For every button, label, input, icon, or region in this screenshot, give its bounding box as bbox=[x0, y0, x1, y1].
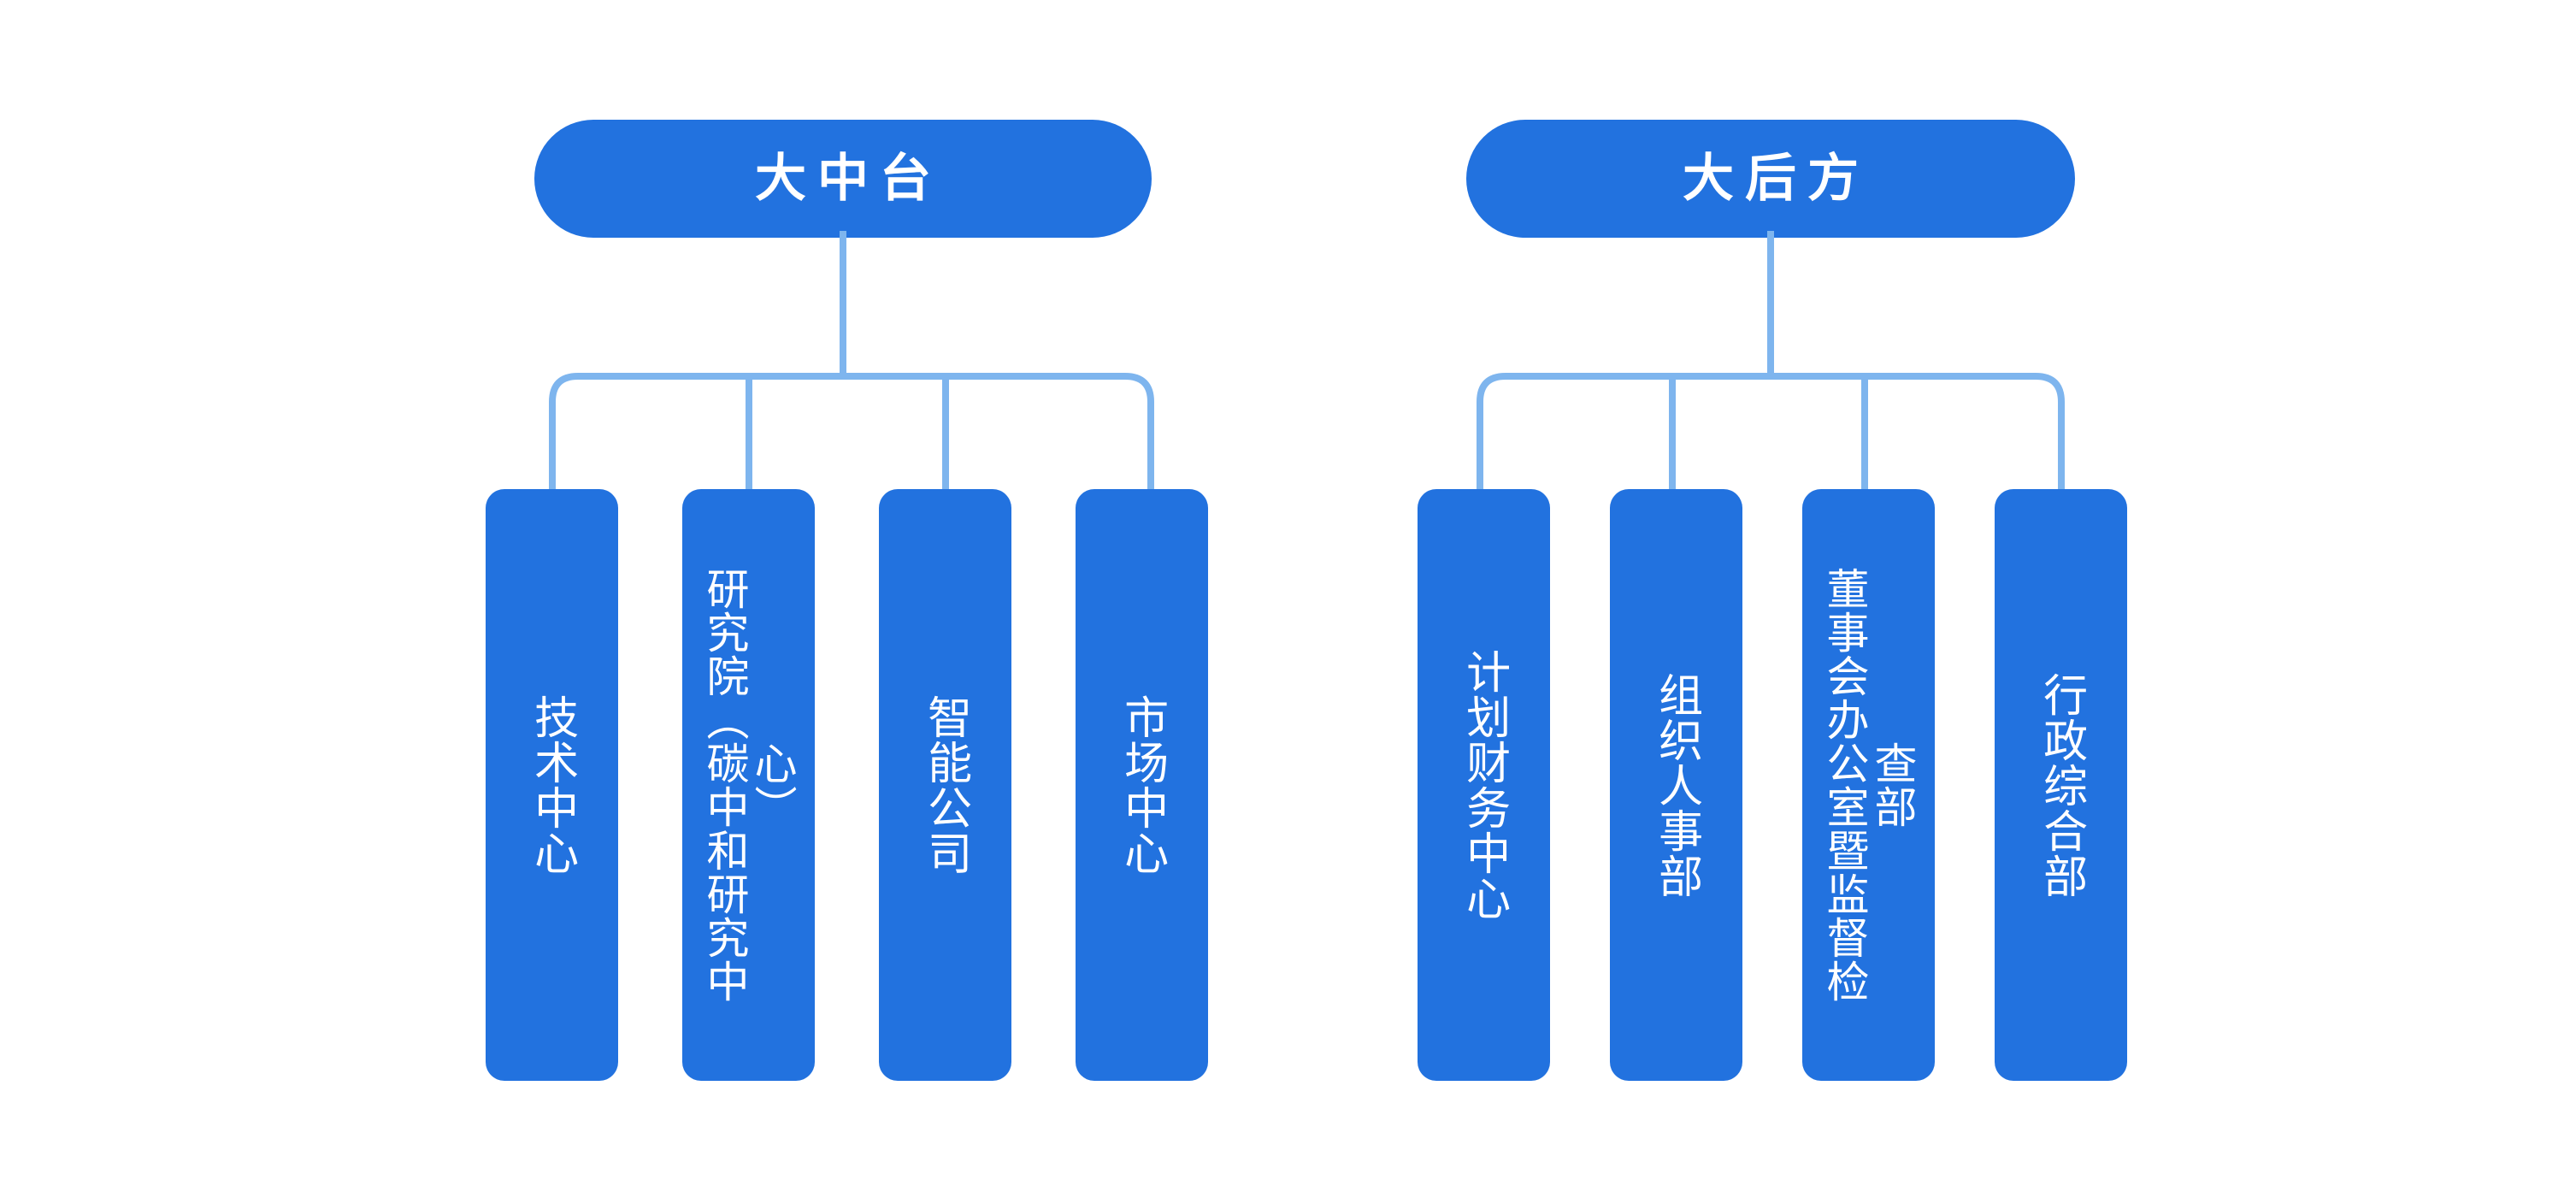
group-header-label-1: 大后方 bbox=[1683, 150, 1870, 207]
org-node-label-0-2: 智能公司 bbox=[920, 694, 970, 876]
org-node-intelligent-company[interactable]: 智能公司 bbox=[879, 489, 1011, 1081]
org-node-technology-center[interactable]: 技术中心 bbox=[486, 489, 618, 1081]
org-node-label-1-3: 行政综合部 bbox=[2036, 671, 2086, 899]
org-node-administration-department[interactable]: 行政综合部 bbox=[1995, 489, 2127, 1081]
org-node-board-office-supervision-department[interactable]: 董事会办公室暨监督检查部 bbox=[1802, 489, 1935, 1081]
org-node-market-center[interactable]: 市场中心 bbox=[1076, 489, 1208, 1081]
org-node-organization-hr-department[interactable]: 组织人事部 bbox=[1610, 489, 1742, 1081]
group-header-pill-1[interactable]: 大后方 bbox=[1466, 120, 2075, 238]
children-row-1: 计划财务中心 组织人事部 董事会办公室暨监督检查部 行政综合部 bbox=[1418, 489, 2161, 1081]
org-node-label-1-2: 董事会办公室暨监督检查部 bbox=[1820, 567, 1917, 1003]
org-group-da-zhong-tai: 大中台 技术中心 研究院（碳中和研究中心） 智能公司 市场中心 bbox=[0, 0, 1282, 1186]
connector-bus-1 bbox=[1477, 373, 2065, 489]
org-node-label-1-0: 计划财务中心 bbox=[1459, 649, 1509, 921]
org-node-planning-finance-center[interactable]: 计划财务中心 bbox=[1418, 489, 1550, 1081]
org-node-label-1-1: 组织人事部 bbox=[1651, 671, 1701, 899]
org-node-label-0-3: 市场中心 bbox=[1117, 694, 1167, 876]
children-row-0: 技术中心 研究院（碳中和研究中心） 智能公司 市场中心 bbox=[486, 489, 1247, 1081]
group-header-pill-0[interactable]: 大中台 bbox=[534, 120, 1152, 238]
org-group-da-hou-fang: 大后方 计划财务中心 组织人事部 董事会办公室暨监督检查部 行政综合部 bbox=[932, 0, 2214, 1186]
group-header-label-0: 大中台 bbox=[755, 150, 942, 207]
org-node-label-0-1: 研究院（碳中和研究中心） bbox=[700, 567, 797, 1003]
org-node-label-0-0: 技术中心 bbox=[527, 694, 577, 876]
org-node-research-institute[interactable]: 研究院（碳中和研究中心） bbox=[682, 489, 815, 1081]
connector-lines-1 bbox=[1477, 231, 2065, 489]
